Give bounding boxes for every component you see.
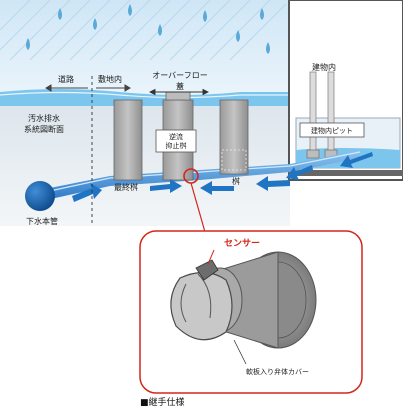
arrow-from-basin — [200, 181, 234, 195]
arrow-to-sewer-1 — [72, 183, 102, 202]
building-pipe-1 — [309, 71, 317, 155]
label-sewer-section-2: 系統図断面 — [24, 124, 64, 134]
label-building-inside: 建物内 — [312, 62, 336, 72]
label-premises: 敷地内 — [98, 74, 122, 84]
flood-water — [0, 89, 290, 108]
label-basin: 桝 — [232, 176, 240, 186]
label-overflow-2: 蓋 — [176, 81, 184, 91]
overflow-arrows — [148, 88, 210, 96]
label-sewer-section-1: 汚水排水 — [28, 113, 60, 123]
label-caption: ■継手仕様 — [140, 396, 185, 408]
arrow-from-building — [256, 176, 290, 191]
backflow-label-box — [155, 129, 197, 153]
basin — [219, 99, 249, 175]
sensor-icon — [195, 259, 219, 281]
label-cover: 軟板入り弁体カバー — [246, 367, 309, 376]
label-backflow-2: 抑止桝 — [166, 141, 187, 150]
label-road: 道路 — [58, 74, 74, 84]
rain-drops — [26, 4, 270, 54]
pipe-joint-illustration — [170, 249, 317, 365]
final-basin — [113, 99, 143, 181]
building-pipe-2 — [327, 71, 335, 155]
flow-arrows — [72, 152, 373, 202]
label-sensor: センサー — [224, 238, 260, 249]
label-sewer-main: 下水本管 — [26, 216, 58, 226]
sewer-pipe — [40, 150, 360, 200]
arrow-pit-2 — [340, 152, 373, 168]
arrow-to-sewer-2 — [150, 179, 182, 193]
rain-hatching — [0, 0, 287, 61]
label-backflow-1: 逆流 — [169, 132, 183, 141]
label-overflow-1: オーバーフロー — [152, 71, 207, 80]
sensor-leader — [190, 182, 206, 233]
sewer-main-icon — [25, 181, 55, 211]
boundary-arrows — [45, 84, 131, 92]
label-building-pit: 建物内ピット — [311, 126, 353, 135]
building-pit-label-box — [299, 122, 365, 138]
building-floor — [289, 170, 403, 176]
arrow-pit-1 — [286, 165, 313, 180]
sky-area — [0, 0, 290, 95]
label-final-basin: 最終桝 — [114, 182, 138, 192]
